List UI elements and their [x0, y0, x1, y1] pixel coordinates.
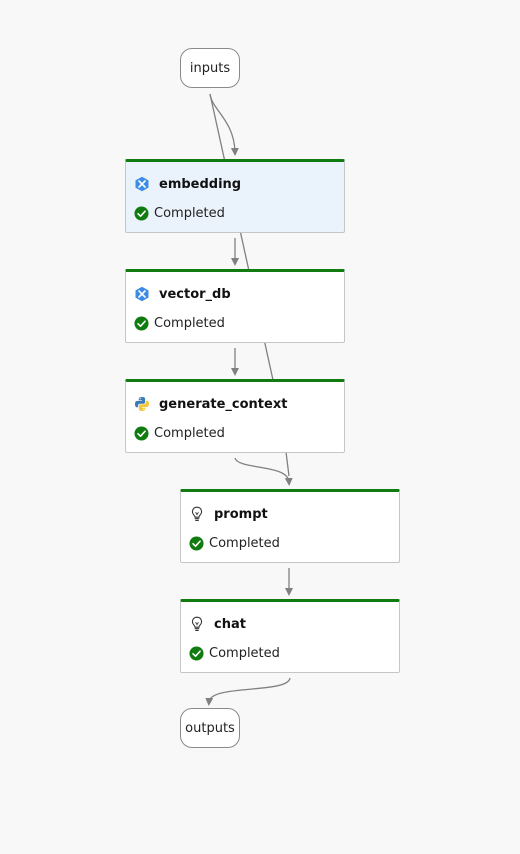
- python-icon: [135, 397, 149, 411]
- outputs-label: outputs: [185, 720, 235, 736]
- status-text-chat: Completed: [209, 646, 280, 661]
- status-text-prompt: Completed: [209, 536, 280, 551]
- edge-chat-outputs: [205, 677, 291, 706]
- inputs-node[interactable]: inputs: [180, 48, 240, 88]
- node-title-vector-db: vector_db: [159, 286, 231, 302]
- lightbulb-icon: [191, 506, 203, 521]
- node-title-prompt: prompt: [214, 506, 268, 522]
- inputs-label: inputs: [189, 60, 231, 76]
- edge-inputs-embedding: [209, 93, 239, 156]
- node-title-chat: chat: [214, 616, 246, 632]
- check-circle-icon: [134, 426, 149, 441]
- check-circle-icon: [134, 316, 149, 331]
- node-title-embedding: embedding: [159, 176, 242, 192]
- node-title-generate-context: generate_context: [159, 396, 288, 412]
- vector-db-tool-icon: [135, 286, 149, 302]
- status-text-embedding: Completed: [154, 206, 225, 221]
- edge-inputs-prompt-tail: [285, 451, 290, 477]
- status-text-vector-db: Completed: [154, 316, 225, 331]
- status-text-generate-context: Completed: [154, 426, 225, 441]
- lightbulb-icon: [191, 616, 203, 631]
- node-chat[interactable]: chat Completed: [180, 599, 400, 673]
- node-vector-db[interactable]: vector_db Completed: [125, 269, 345, 343]
- edge-generate-context-prompt: [234, 457, 293, 486]
- check-circle-icon: [189, 646, 204, 661]
- node-generate-context[interactable]: generate_context Completed: [125, 379, 345, 453]
- check-circle-icon: [134, 206, 149, 221]
- embedding-tool-icon: [135, 176, 149, 192]
- check-circle-icon: [189, 536, 204, 551]
- node-prompt[interactable]: prompt Completed: [180, 489, 400, 563]
- node-embedding[interactable]: embedding Completed: [125, 159, 345, 233]
- outputs-node[interactable]: outputs: [180, 708, 240, 748]
